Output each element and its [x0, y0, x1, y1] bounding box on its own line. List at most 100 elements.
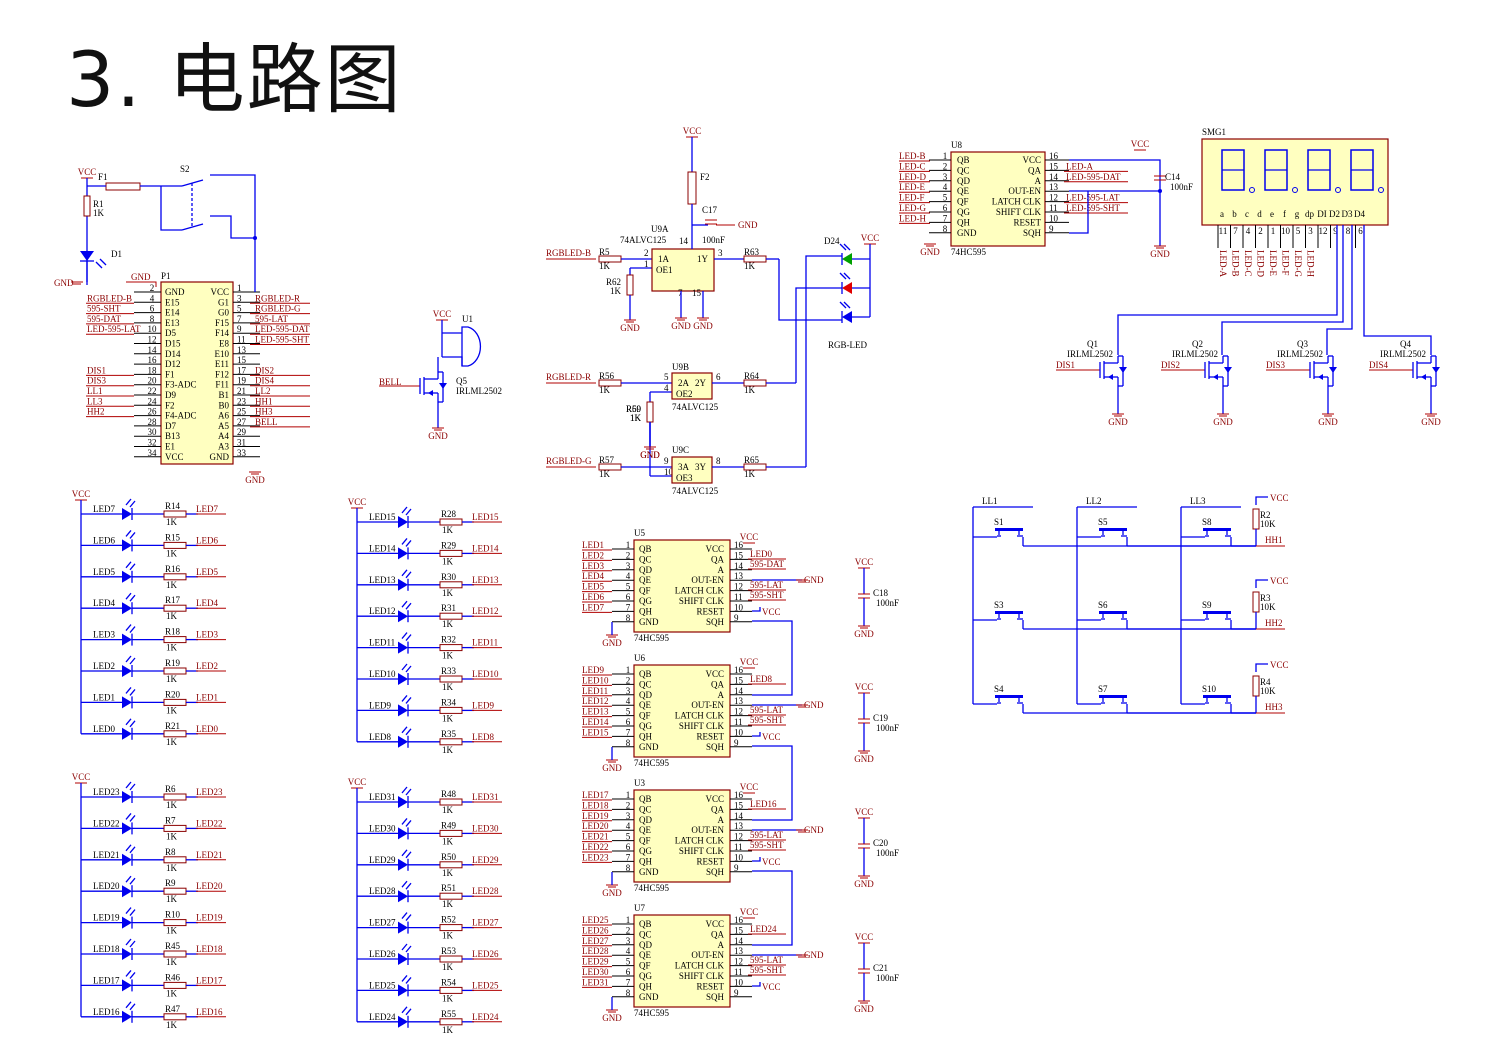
shift-register-chain-section: U574HC595QB1LED1QC2LED2QD3LED3QE4LED4QF5… [582, 528, 899, 1023]
pin-name: F11 [215, 380, 229, 390]
led23-icon [122, 791, 132, 803]
label: R20 [165, 689, 181, 699]
vcc-label: VCC [433, 309, 452, 319]
label: R49 [441, 820, 457, 830]
net-label: LED30 [472, 823, 499, 833]
label: QE [957, 186, 969, 196]
net-label: 595-DAT [750, 559, 784, 569]
label: 1K [166, 643, 178, 653]
label: 74ALVC125 [672, 486, 719, 496]
net-label: DIS1 [1056, 360, 1075, 370]
label: S5 [1098, 517, 1108, 527]
led-ray [401, 943, 408, 951]
net-label: LED31 [582, 977, 609, 987]
label: 1K [442, 651, 454, 661]
pin-number: 3 [626, 561, 631, 571]
label: F1 [165, 369, 175, 379]
vcc-label: VCC [72, 772, 91, 782]
label: R31 [441, 603, 456, 613]
label: 15 [734, 675, 744, 685]
label: 1K [442, 993, 454, 1003]
vcc-label: VCC [861, 233, 880, 243]
led-ray [129, 626, 136, 634]
net-label: LED-H [1306, 250, 1316, 277]
pin-number: 8 [943, 224, 948, 234]
label: B13 [165, 431, 181, 441]
led18-icon [122, 948, 132, 960]
led13-icon [398, 578, 408, 591]
gnd-label: GND [1108, 417, 1128, 427]
pin-name: 1Y [697, 254, 709, 264]
label: 15 [734, 550, 744, 560]
label: 1K [166, 705, 178, 715]
3a-buffer-gate [671, 456, 713, 484]
pin-number: 2 [626, 550, 631, 560]
net-label: LED16 [750, 799, 777, 809]
q4-mosfet-arrow [1421, 374, 1426, 380]
pin-name: OUT-EN [691, 950, 724, 960]
wire [1326, 225, 1353, 355]
label: 16 [734, 665, 744, 675]
pin-number: 1 [1271, 226, 1276, 236]
pin-number: 6 [626, 592, 631, 602]
gnd-label: GND [1318, 417, 1338, 427]
label: S1 [994, 517, 1004, 527]
label: R3 [1260, 593, 1271, 603]
f2-fuse [687, 171, 697, 205]
label: 9 [1049, 224, 1054, 234]
label: R9 [165, 878, 176, 888]
led-label: LED5 [93, 567, 115, 577]
led-ray [95, 261, 103, 269]
label: R55 [441, 1009, 457, 1019]
net-label: RGBLED-B [546, 248, 591, 258]
led-ray [401, 600, 408, 608]
pin-name: B1 [218, 390, 229, 400]
label: 1K [442, 745, 454, 755]
net-label: LED4 [582, 571, 604, 581]
label: 8 [716, 456, 721, 466]
gnd-label: GND [738, 220, 758, 230]
wire [752, 870, 793, 946]
label: R30 [441, 572, 457, 582]
label: R45 [165, 941, 181, 951]
net-label: LED29 [582, 957, 609, 967]
net-label: LED-G [899, 203, 926, 213]
led-ray [125, 1001, 132, 1009]
led-label: LED13 [369, 575, 396, 585]
label: QC [639, 679, 652, 689]
net-label: LED8 [472, 732, 494, 742]
label: S3 [994, 600, 1004, 610]
net-label: LL3 [87, 396, 103, 406]
led-ray [125, 781, 132, 789]
label: 13 [734, 821, 744, 831]
page-title: 3. 电路图 [66, 35, 403, 124]
pin-number: 12 [1319, 226, 1328, 236]
led-ray [125, 561, 132, 569]
led-label: LED25 [369, 980, 396, 990]
pin-name: OUT-EN [1008, 186, 1041, 196]
label: 9 [734, 613, 739, 623]
gnd-label: GND [804, 575, 824, 585]
label: 1K [166, 611, 178, 621]
pin-number: 26 [148, 407, 158, 417]
label: 10K [1260, 602, 1276, 612]
label: GND [639, 617, 659, 627]
label: SMG1 [1202, 127, 1226, 137]
net-label: LED12 [582, 696, 609, 706]
led-ray [401, 632, 408, 640]
label: U1 [462, 314, 473, 324]
led-label: LED26 [369, 949, 396, 959]
label: U9B [672, 362, 689, 372]
net-label: LED0 [750, 549, 772, 559]
pin-number: 8 [626, 738, 631, 748]
net-label: DIS4 [255, 376, 275, 386]
label: 1K [442, 931, 454, 941]
wire [160, 186, 182, 231]
gnd-label: GND [131, 272, 151, 282]
pin-name: LATCH CLK [675, 586, 725, 596]
u5-shift-register [633, 539, 731, 633]
resistor [646, 401, 654, 423]
label: 100nF [876, 598, 899, 608]
